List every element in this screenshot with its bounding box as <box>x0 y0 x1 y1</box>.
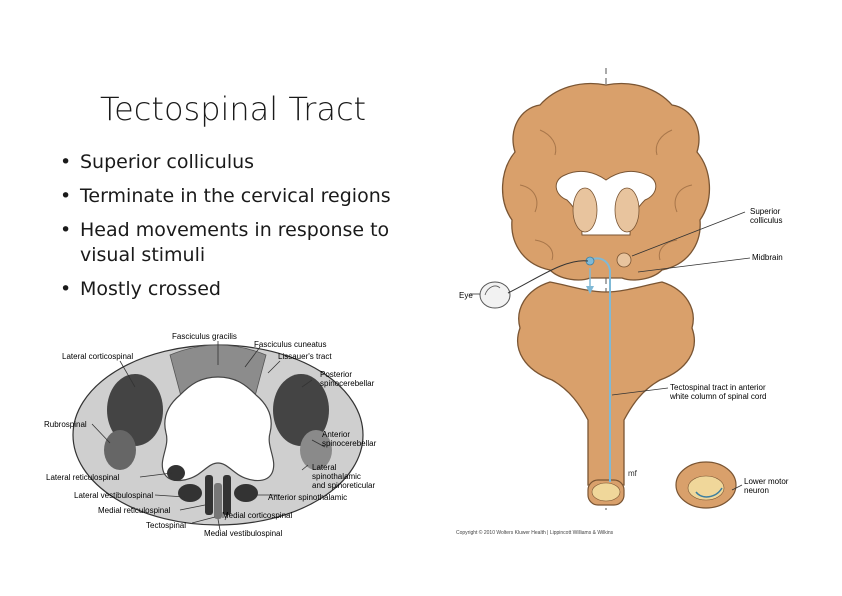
label-anterior-spinocerebellar-2: spinocerebellar <box>322 439 377 448</box>
label-lateral-st-3: and spinoreticular <box>312 481 375 490</box>
optic-pathway <box>507 260 589 294</box>
label-lower-motor-neuron-1: Lower motor <box>744 477 789 486</box>
bullet-item: Superior colliculus <box>58 150 418 175</box>
label-lateral-st-2: spinothalamic <box>312 472 361 481</box>
eye-detail <box>484 285 501 296</box>
bullet-item: Head movements in response to visual sti… <box>58 218 418 268</box>
bullet-item: Mostly crossed <box>58 277 418 302</box>
label-posterior-spinocerebellar-1: Posterior <box>320 370 352 379</box>
lmn-path <box>695 487 723 498</box>
leader-lines <box>91 341 326 531</box>
label-lissauer-tract: Lissauer's tract <box>278 352 332 361</box>
lateral-corticospinal-tract-right <box>273 374 329 446</box>
label-lower-motor-neuron-2: neuron <box>744 486 769 495</box>
nucleus-left <box>572 187 598 233</box>
label-lateral-corticospinal: Lateral corticospinal <box>62 352 133 361</box>
label-posterior-spinocerebellar-2: spinocerebellar <box>320 379 375 388</box>
sulci <box>519 129 693 261</box>
label-superior-colliculus-2: colliculus <box>750 216 782 225</box>
label-lateral-st-1: Lateral <box>312 463 337 472</box>
label-lateral-vestibulospinal: Lateral vestibulospinal <box>74 491 153 500</box>
rubrospinal-tract <box>104 430 136 470</box>
label-fasciculus-cuneatus: Fasciculus cuneatus <box>254 340 326 349</box>
label-fasciculus-gracilis: Fasciculus gracilis <box>172 332 237 341</box>
medial-corticospinal-tract <box>223 475 231 515</box>
tectospinal-tract-diagram: mf Superior colliculus Midbrain Eye Tect… <box>456 68 789 536</box>
gray-matter <box>161 376 275 482</box>
lateral-reticulospinal-tract <box>167 465 185 481</box>
medial-reticulospinal-tract <box>205 475 213 515</box>
label-anterior-spinothalamic: Anterior spinothalamic <box>268 493 347 502</box>
label-tract-1: Tectospinal tract in anterior <box>670 383 766 392</box>
label-medial-vestibulospinal: Medial vestibulospinal <box>204 529 282 538</box>
bullet-item: Terminate in the cervical regions <box>58 184 418 209</box>
lateral-vestibulospinal-tract <box>178 484 202 502</box>
slide-title: Tectospinal Tract <box>100 90 367 128</box>
label-eye: Eye <box>459 291 473 300</box>
label-lateral-reticulospinal: Lateral reticulospinal <box>46 473 120 482</box>
label-superior-colliculus-1: Superior <box>750 207 781 216</box>
anterior-spinocerebellar-tract <box>300 430 332 470</box>
diagram-leader-lines <box>470 211 751 491</box>
superior-colliculus-marker <box>616 252 632 268</box>
tectospinal-tract <box>214 483 222 519</box>
anterior-tract-right <box>234 484 258 502</box>
nucleus-right <box>614 187 640 233</box>
brainstem <box>517 281 695 486</box>
label-tract-2: white column of spinal cord <box>669 392 767 401</box>
spinal-cord-cross-section: Fasciculus gracilis Fasciculus cuneatus … <box>44 332 377 538</box>
bullet-list: Superior colliculus Terminate in the cer… <box>58 150 418 311</box>
label-medial-corticospinal: Medial corticospinal <box>222 511 292 520</box>
label-anterior-spinocerebellar-1: Anterior <box>322 430 350 439</box>
label-tectospinal: Tectospinal <box>146 521 186 530</box>
label-rubrospinal: Rubrospinal <box>44 420 87 429</box>
tract-arrowhead <box>586 286 594 294</box>
cord-gray-matter <box>591 482 621 502</box>
label-midbrain: Midbrain <box>752 253 783 262</box>
eye-icon <box>479 281 511 309</box>
copyright-notice: Copyright © 2010 Wolters Kluwer Health |… <box>456 529 614 536</box>
label-medial-reticulospinal: Medial reticulospinal <box>98 506 171 515</box>
label-mf: mf <box>628 469 638 478</box>
lateral-corticospinal-tract <box>107 374 163 446</box>
